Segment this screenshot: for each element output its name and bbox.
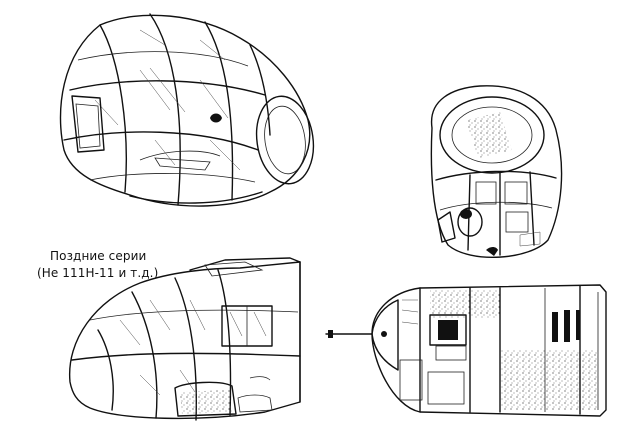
early-nose-glazing-three-quarter — [59, 13, 315, 207]
late-nose-glazing-side-view — [68, 257, 301, 421]
nose-glazing-front-view — [430, 85, 563, 259]
caption-line-1: Поздние серии — [50, 249, 147, 263]
caption-line-2: (He 111H-11 и т.д.) — [37, 266, 159, 280]
nose-cutaway-top-view — [325, 284, 607, 417]
